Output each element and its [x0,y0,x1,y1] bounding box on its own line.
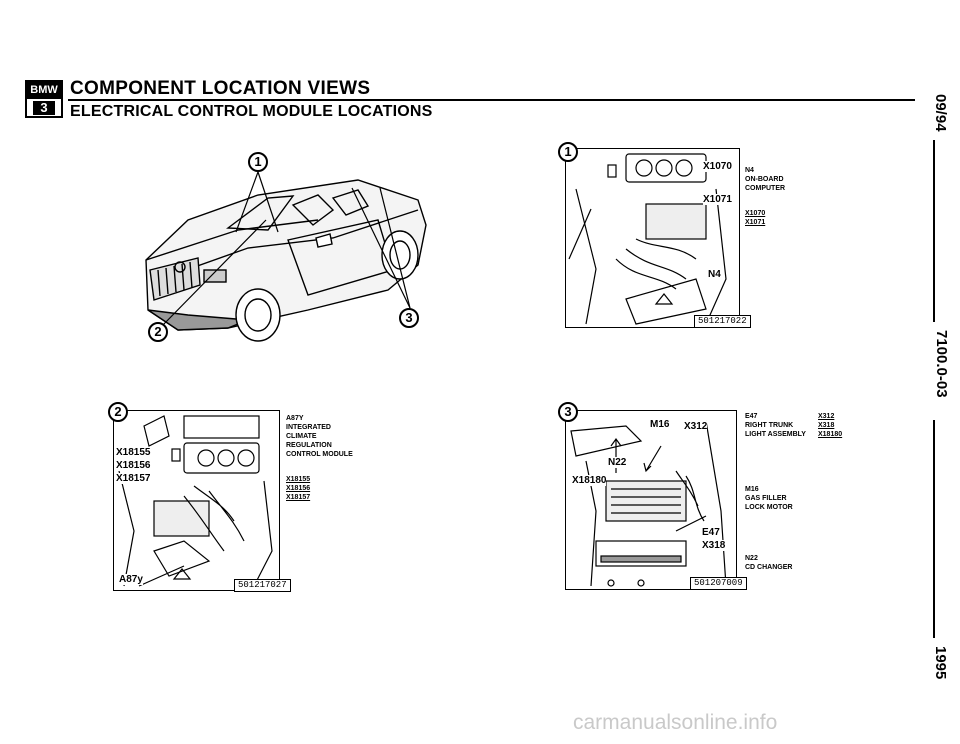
panel3-part-number: 501207009 [690,577,747,590]
panel3-legend-e47-connectors: X312 X318 X18180 [818,412,842,439]
panel1-tag-n4: N4 [708,269,721,280]
panel3-callout: 3 [558,402,578,422]
margin-year: 1995 [932,646,949,680]
legend-a87y-name: A87y [286,415,304,422]
panel3-tag-x18180: X18180 [572,475,607,486]
legend-e47-connector-3: X18180 [818,431,843,438]
legend-n4-connector-1: X1070 [745,210,766,217]
legend-n4-name: N4 [745,167,754,174]
detail-panel-2: X18155 X18156 X18157 A87y 501217027 [113,410,291,592]
legend-a87y-connector-1: X18155 [286,476,311,483]
watermark-text: carmanualsonline.info [573,711,778,734]
panel1-legend: N4 ON-BOARD COMPUTER X1070 X1071 [745,166,785,227]
panel3-tag-x318: X318 [702,540,726,551]
legend-e47-connector-2: X318 [818,422,835,429]
detail-panel-3: M16 X312 N22 X18180 E47 X318 501207009 [565,410,747,590]
panel3-legend-e47: E47 RIGHT TRUNK LIGHT ASSEMBLY [745,412,806,439]
panel3-tag-m16: M16 [650,419,670,430]
legend-n22-name: N22 [745,555,758,562]
on-board-computer-drawing [568,153,727,325]
car-illustration [145,171,427,342]
page-title: COMPONENT LOCATION VIEWS [70,78,371,99]
margin-section-code: 7100.0-03 [933,330,950,398]
legend-a87y-connector-3: X18157 [286,494,311,501]
panel1-tag-x1070: X1070 [703,161,732,172]
trunk-components-drawing [570,420,727,587]
panel3-tag-n22: N22 [608,457,627,468]
legend-a87y-desc-4: CONTROL MODULE [286,451,353,458]
panel2-legend: A87y INTEGRATED CLIMATE REGULATION CONTR… [286,414,353,502]
legend-m16-desc-1: GAS FILLER [745,495,787,502]
overview-callout-3: 3 [399,308,419,328]
logo-brand-text: BMW [27,82,61,99]
legend-e47-desc-2: LIGHT ASSEMBLY [745,431,806,438]
legend-a87y-desc-1: INTEGRATED [286,424,331,431]
legend-m16-desc-2: LOCK MOTOR [745,504,793,511]
panel1-callout: 1 [558,142,578,162]
overview-callout-2: 2 [148,322,168,342]
margin-date: 09/94 [932,94,949,132]
climate-control-drawing [118,415,273,587]
bmw-3-series-logo: BMW 3 [25,80,63,118]
panel2-tag-a87y: A87y [119,574,143,585]
panel2-tag-x18155: X18155 [116,447,151,458]
legend-n22-desc-1: CD CHANGER [745,564,793,571]
legend-e47-name: E47 [745,413,758,420]
legend-a87y-connector-2: X18156 [286,485,311,492]
legend-a87y-desc-2: CLIMATE [286,433,317,440]
detail-panel-1: X1070 X1071 N4 501217022 [565,148,751,328]
panel3-legend-n22: N22 CD CHANGER [745,554,792,572]
panel2-tag-x18156: X18156 [116,460,151,471]
panel2-part-number: 501217027 [234,579,291,592]
margin-rule-top [933,140,935,322]
legend-n4-desc-1: ON-BOARD [745,176,784,183]
panel1-tag-x1071: X1071 [703,194,732,205]
panel2-callout: 2 [108,402,128,422]
panel1-part-number: 501217022 [694,315,751,328]
panel3-legend-m16: M16 GAS FILLER LOCK MOTOR [745,485,793,512]
legend-m16-name: M16 [745,486,759,493]
legend-n4-connector-2: X1071 [745,219,766,226]
legend-e47-desc-1: RIGHT TRUNK [745,422,794,429]
convertible-overview-drawing: 1 2 3 [118,150,438,350]
logo-series-number: 3 [33,101,55,115]
title-rule [68,99,915,101]
page-subtitle: ELECTRICAL CONTROL MODULE LOCATIONS [70,103,433,120]
overview-callout-1: 1 [248,152,268,172]
legend-a87y-desc-3: REGULATION [286,442,332,449]
legend-n4-desc-2: COMPUTER [745,185,786,192]
panel2-tag-x18157: X18157 [116,473,151,484]
panel3-tag-x312: X312 [684,421,708,432]
panel3-tag-e47: E47 [702,527,720,538]
legend-e47-connector-1: X312 [818,413,835,420]
margin-rule-bottom [933,420,935,638]
